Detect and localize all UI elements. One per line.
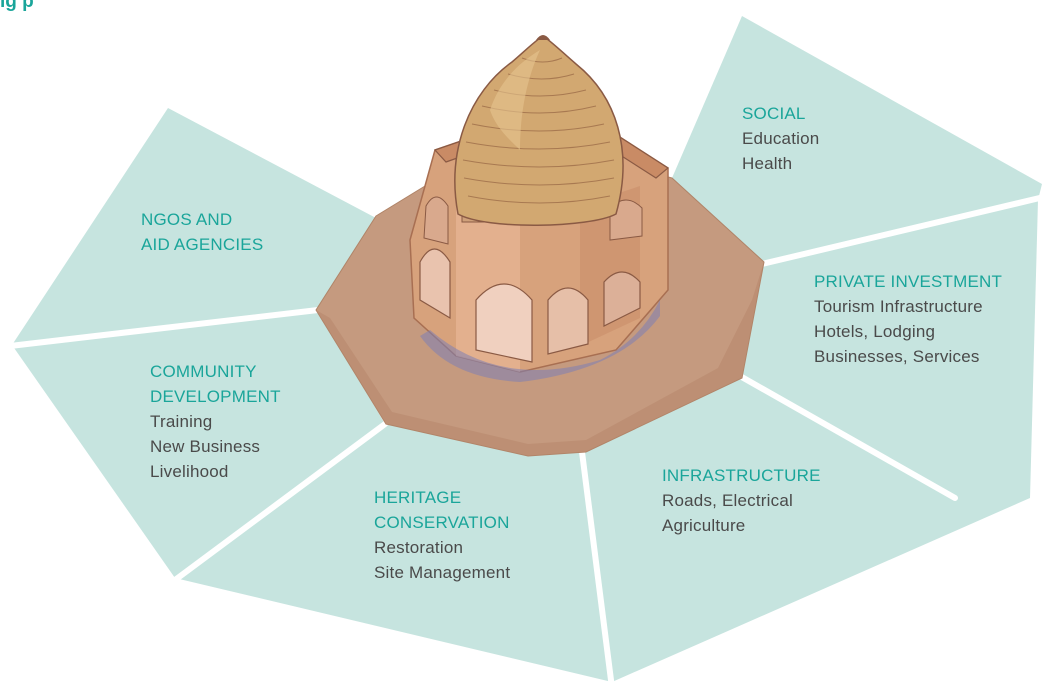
arch-center (475, 283, 533, 363)
segment-private-investment-title: PRIVATE INVESTMENT (814, 272, 1003, 291)
segment-ngos (12, 108, 376, 345)
divider-community-ngos (7, 307, 321, 349)
segment-social-item: Health (742, 154, 793, 173)
segment-private-investment (740, 200, 1038, 498)
segment-heritage-label: HERITAGE CONSERVATION Restoration Site M… (374, 485, 510, 585)
segment-ngos-title: NGOS AND (141, 210, 233, 229)
arch-far-right (603, 271, 641, 327)
segment-heritage-item: Restoration (374, 538, 464, 557)
segment-community-label: COMMUNITY DEVELOPMENT Training New Busin… (150, 359, 281, 484)
segment-community-item: New Business (150, 437, 261, 456)
divider-heritage-community (172, 421, 388, 583)
divider-private-infra (737, 373, 958, 501)
segment-ngos-title: AID AGENCIES (141, 235, 264, 254)
segment-social-label: SOCIAL Education Health (742, 101, 819, 176)
segment-private-investment-item: Businesses, Services (814, 347, 980, 366)
dome-highlight (490, 50, 540, 150)
segment-infrastructure-item: Roads, Electrical (662, 491, 793, 510)
segment-infrastructure-title: INFRASTRUCTURE (662, 466, 821, 485)
segment-heritage-title: HERITAGE (374, 488, 462, 507)
segment-infrastructure-label: INFRASTRUCTURE Roads, Electrical Agricul… (662, 463, 821, 538)
segment-community-title: DEVELOPMENT (150, 387, 281, 406)
segment-infrastructure-item: Agriculture (662, 516, 746, 535)
segment-backgrounds (12, 16, 1042, 682)
monument-base-shadow (316, 262, 764, 456)
divider-social-private (759, 193, 1050, 267)
arch-floor-shadow (420, 300, 660, 382)
dome-finial (536, 35, 550, 40)
segment-community-item: Livelihood (150, 462, 229, 481)
segment-private-investment-item: Hotels, Lodging (814, 322, 936, 341)
arch-right (547, 287, 589, 355)
segment-social-item: Education (742, 129, 820, 148)
segment-ngos-label: NGOS AND AID AGENCIES (141, 207, 263, 257)
segment-dividers (7, 193, 1050, 688)
segment-infrastructure (582, 376, 1030, 682)
segment-community-item: Training (150, 412, 213, 431)
arch-upper-left (423, 196, 449, 245)
figure-title-fragment: ig p (0, 0, 34, 12)
segment-community (12, 310, 385, 578)
segment-heritage (175, 424, 612, 682)
monument-illustration (315, 35, 765, 457)
segment-private-investment-item: Tourism Infrastructure (814, 297, 983, 316)
divider-infra-heritage (579, 449, 615, 688)
segment-community-title: COMMUNITY (150, 362, 257, 381)
segment-heritage-item: Site Management (374, 563, 511, 582)
segment-heritage-title: CONSERVATION (374, 513, 510, 532)
arch-left (419, 248, 451, 320)
segment-social-title: SOCIAL (742, 104, 806, 123)
segment-private-investment-label: PRIVATE INVESTMENT Tourism Infrastructur… (814, 269, 1002, 369)
segment-social (672, 16, 1042, 264)
